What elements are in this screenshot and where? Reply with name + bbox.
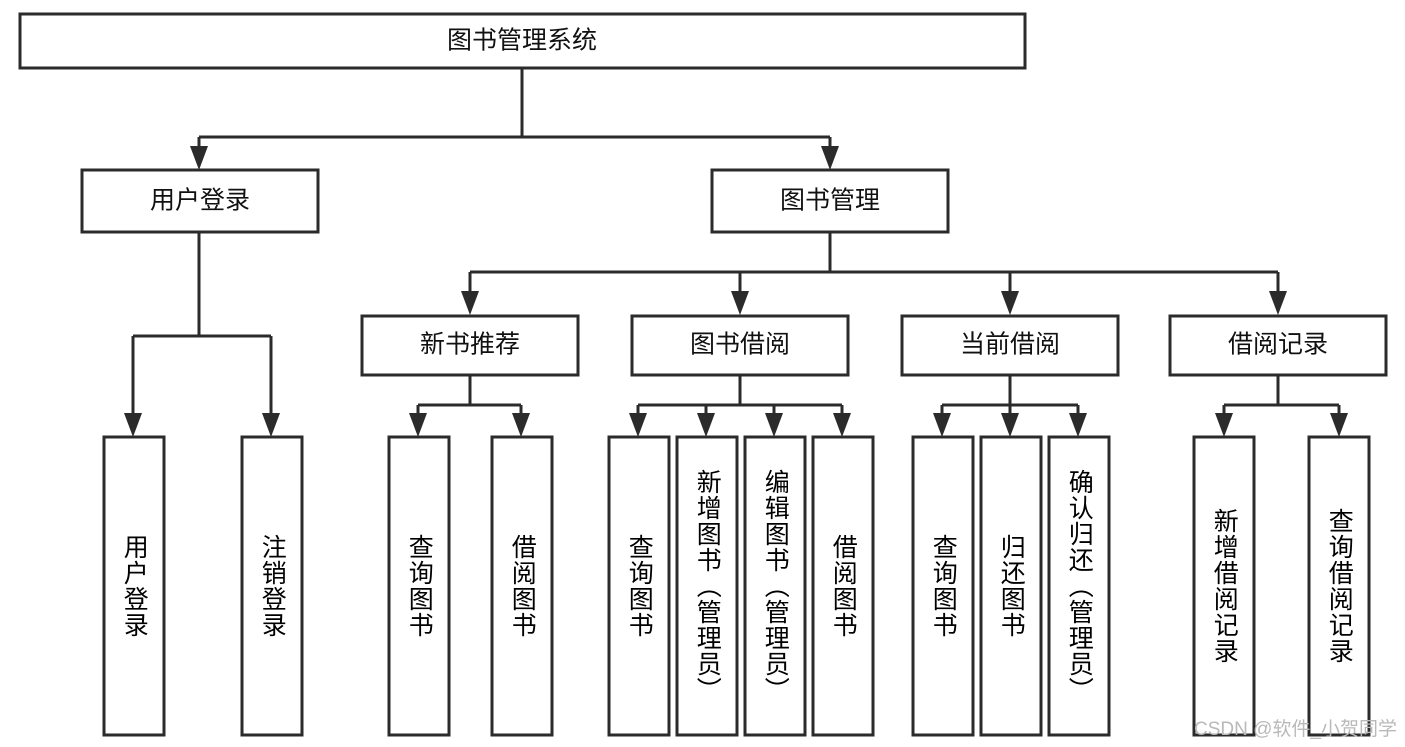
node-leaf-query-book-2-box: [607, 435, 671, 737]
node-leaf-edit-book[interactable]: 编辑图书（管理员）: [743, 435, 807, 737]
connector-user-login-to-leaves: [124, 232, 280, 437]
node-leaf-query-book-2-label: 查询图书: [625, 534, 654, 638]
node-leaf-return-book-box: [979, 435, 1043, 737]
node-leaf-query-book-1-label: 查询图书: [405, 534, 434, 638]
arrow-head-leaf-confirm-return: [1069, 413, 1087, 437]
node-leaf-borrow-book-1-box: [490, 435, 554, 737]
arrow-head-new-book-recommend: [461, 291, 479, 315]
arrow-head-leaf-add-book: [697, 413, 715, 437]
node-user-login-box: [80, 168, 320, 234]
node-book-management-box: [710, 168, 950, 234]
node-leaf-logout-label: 注销登录: [258, 534, 287, 638]
arrow-head-leaf-add-record: [1215, 413, 1233, 437]
connector-current-borrow-to-leaves: [933, 375, 1087, 437]
node-book-management-label: 图书管理: [780, 187, 880, 215]
node-new-book-recommend-box: [360, 314, 580, 377]
node-borrow-record-label: 借阅记录: [1228, 331, 1328, 359]
arrow-head-user-login: [190, 146, 208, 170]
node-current-borrow-box: [900, 314, 1120, 377]
connector-borrow-record-to-leaves: [1215, 375, 1348, 437]
arrow-head-book-management: [821, 146, 839, 170]
node-book-borrow[interactable]: 图书借阅: [630, 314, 850, 377]
connector-book-management-to-level3: [461, 232, 1287, 315]
arrow-head-leaf-borrow-book-1: [512, 413, 530, 437]
arrow-head-leaf-query-book-1: [409, 413, 427, 437]
node-current-borrow-label: 当前借阅: [960, 331, 1060, 359]
node-borrow-record[interactable]: 借阅记录: [1168, 314, 1388, 377]
node-book-management[interactable]: 图书管理: [710, 168, 950, 234]
node-leaf-query-record-label: 查询借阅记录: [1325, 508, 1354, 664]
arrow-head-leaf-query-book-2: [629, 413, 647, 437]
node-leaf-query-book-3-box: [911, 435, 975, 737]
watermark-text: CSDN @软件_小贺同学: [1194, 719, 1397, 740]
node-borrow-record-box: [1168, 314, 1388, 377]
node-leaf-borrow-book-1-label: 借阅图书: [508, 534, 537, 638]
node-leaf-confirm-return-box: [1047, 435, 1111, 737]
node-leaf-query-book-3-label: 查询图书: [929, 534, 958, 638]
node-leaf-return-book[interactable]: 归还图书: [979, 435, 1043, 737]
node-leaf-edit-book-label: 编辑图书（管理员）: [761, 469, 790, 703]
node-leaf-query-book-1[interactable]: 查询图书: [387, 435, 451, 737]
connector-book-borrow-to-leaves: [629, 375, 851, 437]
node-leaf-user-login[interactable]: 用户登录: [102, 435, 166, 737]
node-current-borrow[interactable]: 当前借阅: [900, 314, 1120, 377]
node-leaf-query-book-1-box: [387, 435, 451, 737]
node-leaf-add-book[interactable]: 新增图书（管理员）: [675, 435, 739, 737]
arrow-head-leaf-borrow-book-2: [833, 413, 851, 437]
node-book-borrow-label: 图书借阅: [690, 331, 790, 359]
connector-new-book-recommend-to-leaves: [409, 375, 530, 437]
node-leaf-borrow-book-2-label: 借阅图书: [829, 534, 858, 638]
node-leaf-logout-box: [240, 435, 304, 737]
node-leaf-add-record-box: [1192, 435, 1256, 737]
arrow-head-book-borrow: [731, 291, 749, 315]
node-leaf-logout[interactable]: 注销登录: [240, 435, 304, 737]
node-root-system[interactable]: 图书管理系统: [18, 12, 1027, 70]
node-leaf-query-record[interactable]: 查询借阅记录: [1307, 435, 1371, 737]
node-user-login-label: 用户登录: [150, 187, 250, 215]
node-leaf-user-login-box: [102, 435, 166, 737]
node-user-login[interactable]: 用户登录: [80, 168, 320, 234]
node-leaf-query-book-2[interactable]: 查询图书: [607, 435, 671, 737]
node-leaf-user-login-label: 用户登录: [120, 534, 149, 638]
node-leaf-add-book-box: [675, 435, 739, 737]
node-leaf-add-book-label: 新增图书（管理员）: [693, 469, 722, 703]
node-new-book-recommend-label: 新书推荐: [420, 331, 520, 359]
arrow-head-leaf-edit-book: [765, 413, 783, 437]
node-leaf-add-record-label: 新增借阅记录: [1210, 508, 1239, 664]
node-leaf-edit-book-box: [743, 435, 807, 737]
node-leaf-borrow-book-2-box: [811, 435, 875, 737]
arrow-head-leaf-query-book-3: [933, 413, 951, 437]
leaf-nodes-group: 用户登录 注销登录 查询图书: [102, 435, 1371, 737]
node-leaf-query-record-box: [1307, 435, 1371, 737]
arrow-head-leaf-query-record: [1330, 413, 1348, 437]
node-leaf-add-record[interactable]: 新增借阅记录: [1192, 435, 1256, 737]
node-leaf-query-book-3[interactable]: 查询图书: [911, 435, 975, 737]
node-root-system-label: 图书管理系统: [447, 27, 597, 55]
node-book-borrow-box: [630, 314, 850, 377]
node-leaf-return-book-label: 归还图书: [997, 534, 1026, 638]
node-leaf-confirm-return-label: 确认归还（管理员）: [1065, 469, 1094, 703]
node-leaf-borrow-book-1[interactable]: 借阅图书: [490, 435, 554, 737]
arrow-head-current-borrow: [1001, 291, 1019, 315]
node-new-book-recommend[interactable]: 新书推荐: [360, 314, 580, 377]
node-leaf-confirm-return[interactable]: 确认归还（管理员）: [1047, 435, 1111, 737]
arrow-head-leaf-logout: [262, 413, 280, 437]
node-leaf-borrow-book-2[interactable]: 借阅图书: [811, 435, 875, 737]
connector-root-to-level2: [190, 68, 839, 170]
arrow-head-leaf-user-login: [124, 413, 142, 437]
arrow-head-borrow-record: [1269, 291, 1287, 315]
node-root-system-box: [18, 12, 1027, 70]
arrow-head-leaf-return-book: [1001, 413, 1019, 437]
